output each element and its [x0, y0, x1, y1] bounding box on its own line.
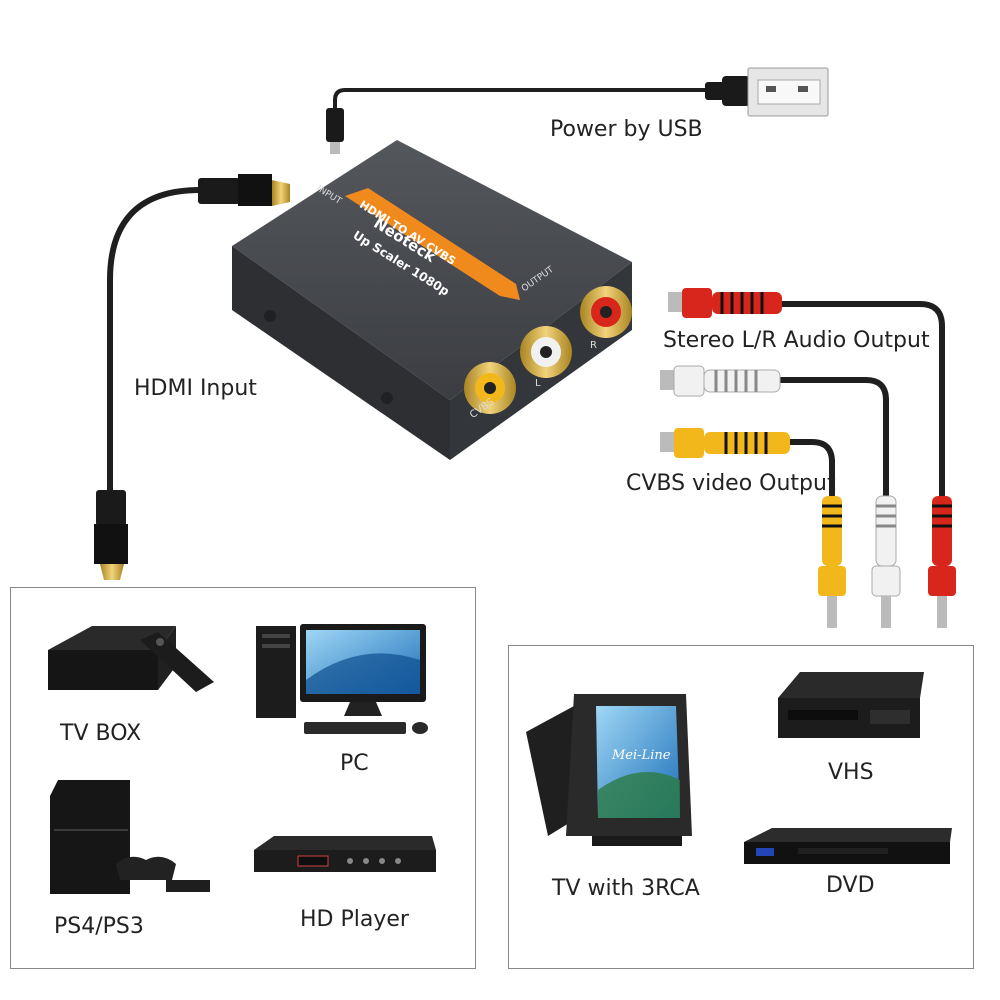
cvbs-output-label: CVBS video Output	[626, 471, 836, 496]
crt-screen-text: Mei-Line	[612, 748, 671, 763]
source-label-ps4-ps3: PS4/PS3	[54, 914, 144, 939]
converter-device	[232, 140, 632, 460]
hd-player-icon	[254, 836, 436, 872]
displays-panel	[508, 645, 974, 969]
rca-jack-r	[580, 286, 632, 338]
rca-cables	[660, 288, 956, 628]
source-label-pc: PC	[340, 751, 369, 776]
sources-panel	[10, 587, 476, 969]
dvd-player-icon	[744, 828, 952, 864]
display-label-vhs: VHS	[828, 760, 874, 785]
rca-plug-yellow	[818, 496, 846, 628]
rca-jack-l	[520, 326, 572, 378]
source-label-hd-player: HD Player	[300, 907, 409, 932]
device-jack-l-label: L	[535, 378, 541, 389]
pc-icon	[256, 624, 428, 734]
hdmi-input-label: HDMI Input	[134, 376, 257, 401]
stereo-output-label: Stereo L/R Audio Output	[663, 328, 930, 353]
vhs-player-icon	[778, 672, 924, 738]
game-console-icon	[50, 780, 210, 894]
power-by-usb-label: Power by USB	[550, 117, 703, 142]
display-label-tv-3rca: TV with 3RCA	[552, 876, 700, 901]
rca-plug-white	[871, 495, 901, 628]
rca-plug-red	[928, 496, 956, 628]
device-jack-r-label: R	[590, 340, 597, 351]
hdmi-cable	[94, 174, 290, 580]
display-label-dvd: DVD	[826, 873, 875, 898]
rca-jack-cvbs	[464, 362, 516, 414]
crt-tv-icon	[526, 694, 692, 846]
source-label-tv-box: TV BOX	[60, 721, 142, 746]
tv-box-icon	[48, 626, 214, 692]
usb-cable	[326, 67, 829, 154]
